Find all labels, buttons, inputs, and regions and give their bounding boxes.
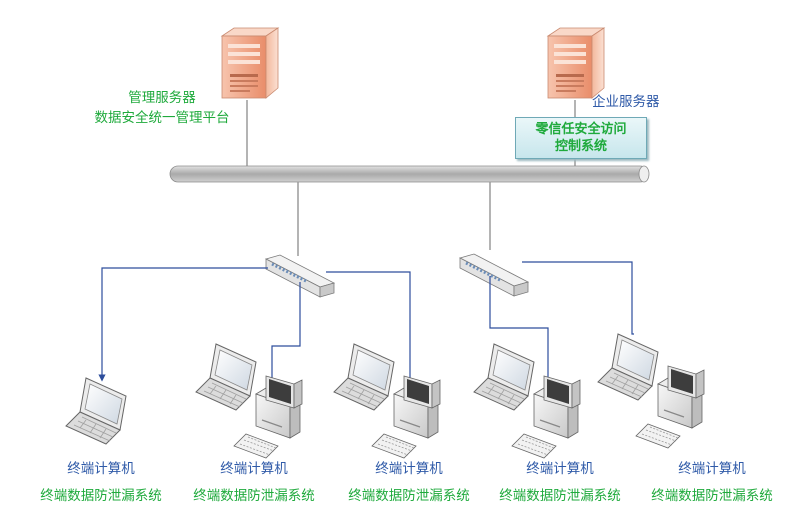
terminal-3-laptop: [333, 343, 395, 411]
terminal-4-label: 终端计算机: [526, 461, 594, 477]
ztna-label-line1: 零信任安全访问: [535, 122, 627, 137]
terminal-5-label: 终端计算机: [678, 461, 746, 477]
network-switch-2: [458, 252, 530, 298]
ztna-label-line2: 控制系统: [554, 139, 607, 154]
link-terminal-4: [489, 276, 549, 378]
link-terminal-2: [271, 282, 301, 378]
terminal-5-laptop: [597, 333, 659, 401]
mgmt-server-label: 管理服务器: [128, 90, 196, 106]
management-server: [221, 27, 279, 99]
terminal-2-system: 终端数据防泄漏系统: [193, 488, 315, 504]
terminal-1-system: 终端数据防泄漏系统: [40, 488, 162, 504]
terminal-5-system: 终端数据防泄漏系统: [651, 488, 773, 504]
ztna-control-box: 零信任安全访问 控制系统: [515, 117, 647, 159]
link-terminal-1: [98, 267, 268, 382]
enterprise-server-label: 企业服务器: [592, 94, 660, 110]
terminal-1-label: 终端计算机: [67, 461, 135, 477]
terminal-3-label: 终端计算机: [375, 461, 443, 477]
mgmt-platform-label: 数据安全统一管理平台: [94, 110, 230, 126]
terminal-4-laptop: [473, 343, 535, 411]
link-terminal-5: [522, 261, 634, 335]
terminal-2-laptop: [195, 343, 257, 411]
terminal-2-label: 终端计算机: [220, 461, 288, 477]
terminal-4-system: 终端数据防泄漏系统: [499, 488, 621, 504]
terminal-1-laptop: [65, 377, 127, 445]
enterprise-server: [547, 27, 605, 99]
terminal-3-system: 终端数据防泄漏系统: [348, 488, 470, 504]
network-backbone: [169, 165, 650, 183]
link-terminal-3: [326, 271, 411, 378]
